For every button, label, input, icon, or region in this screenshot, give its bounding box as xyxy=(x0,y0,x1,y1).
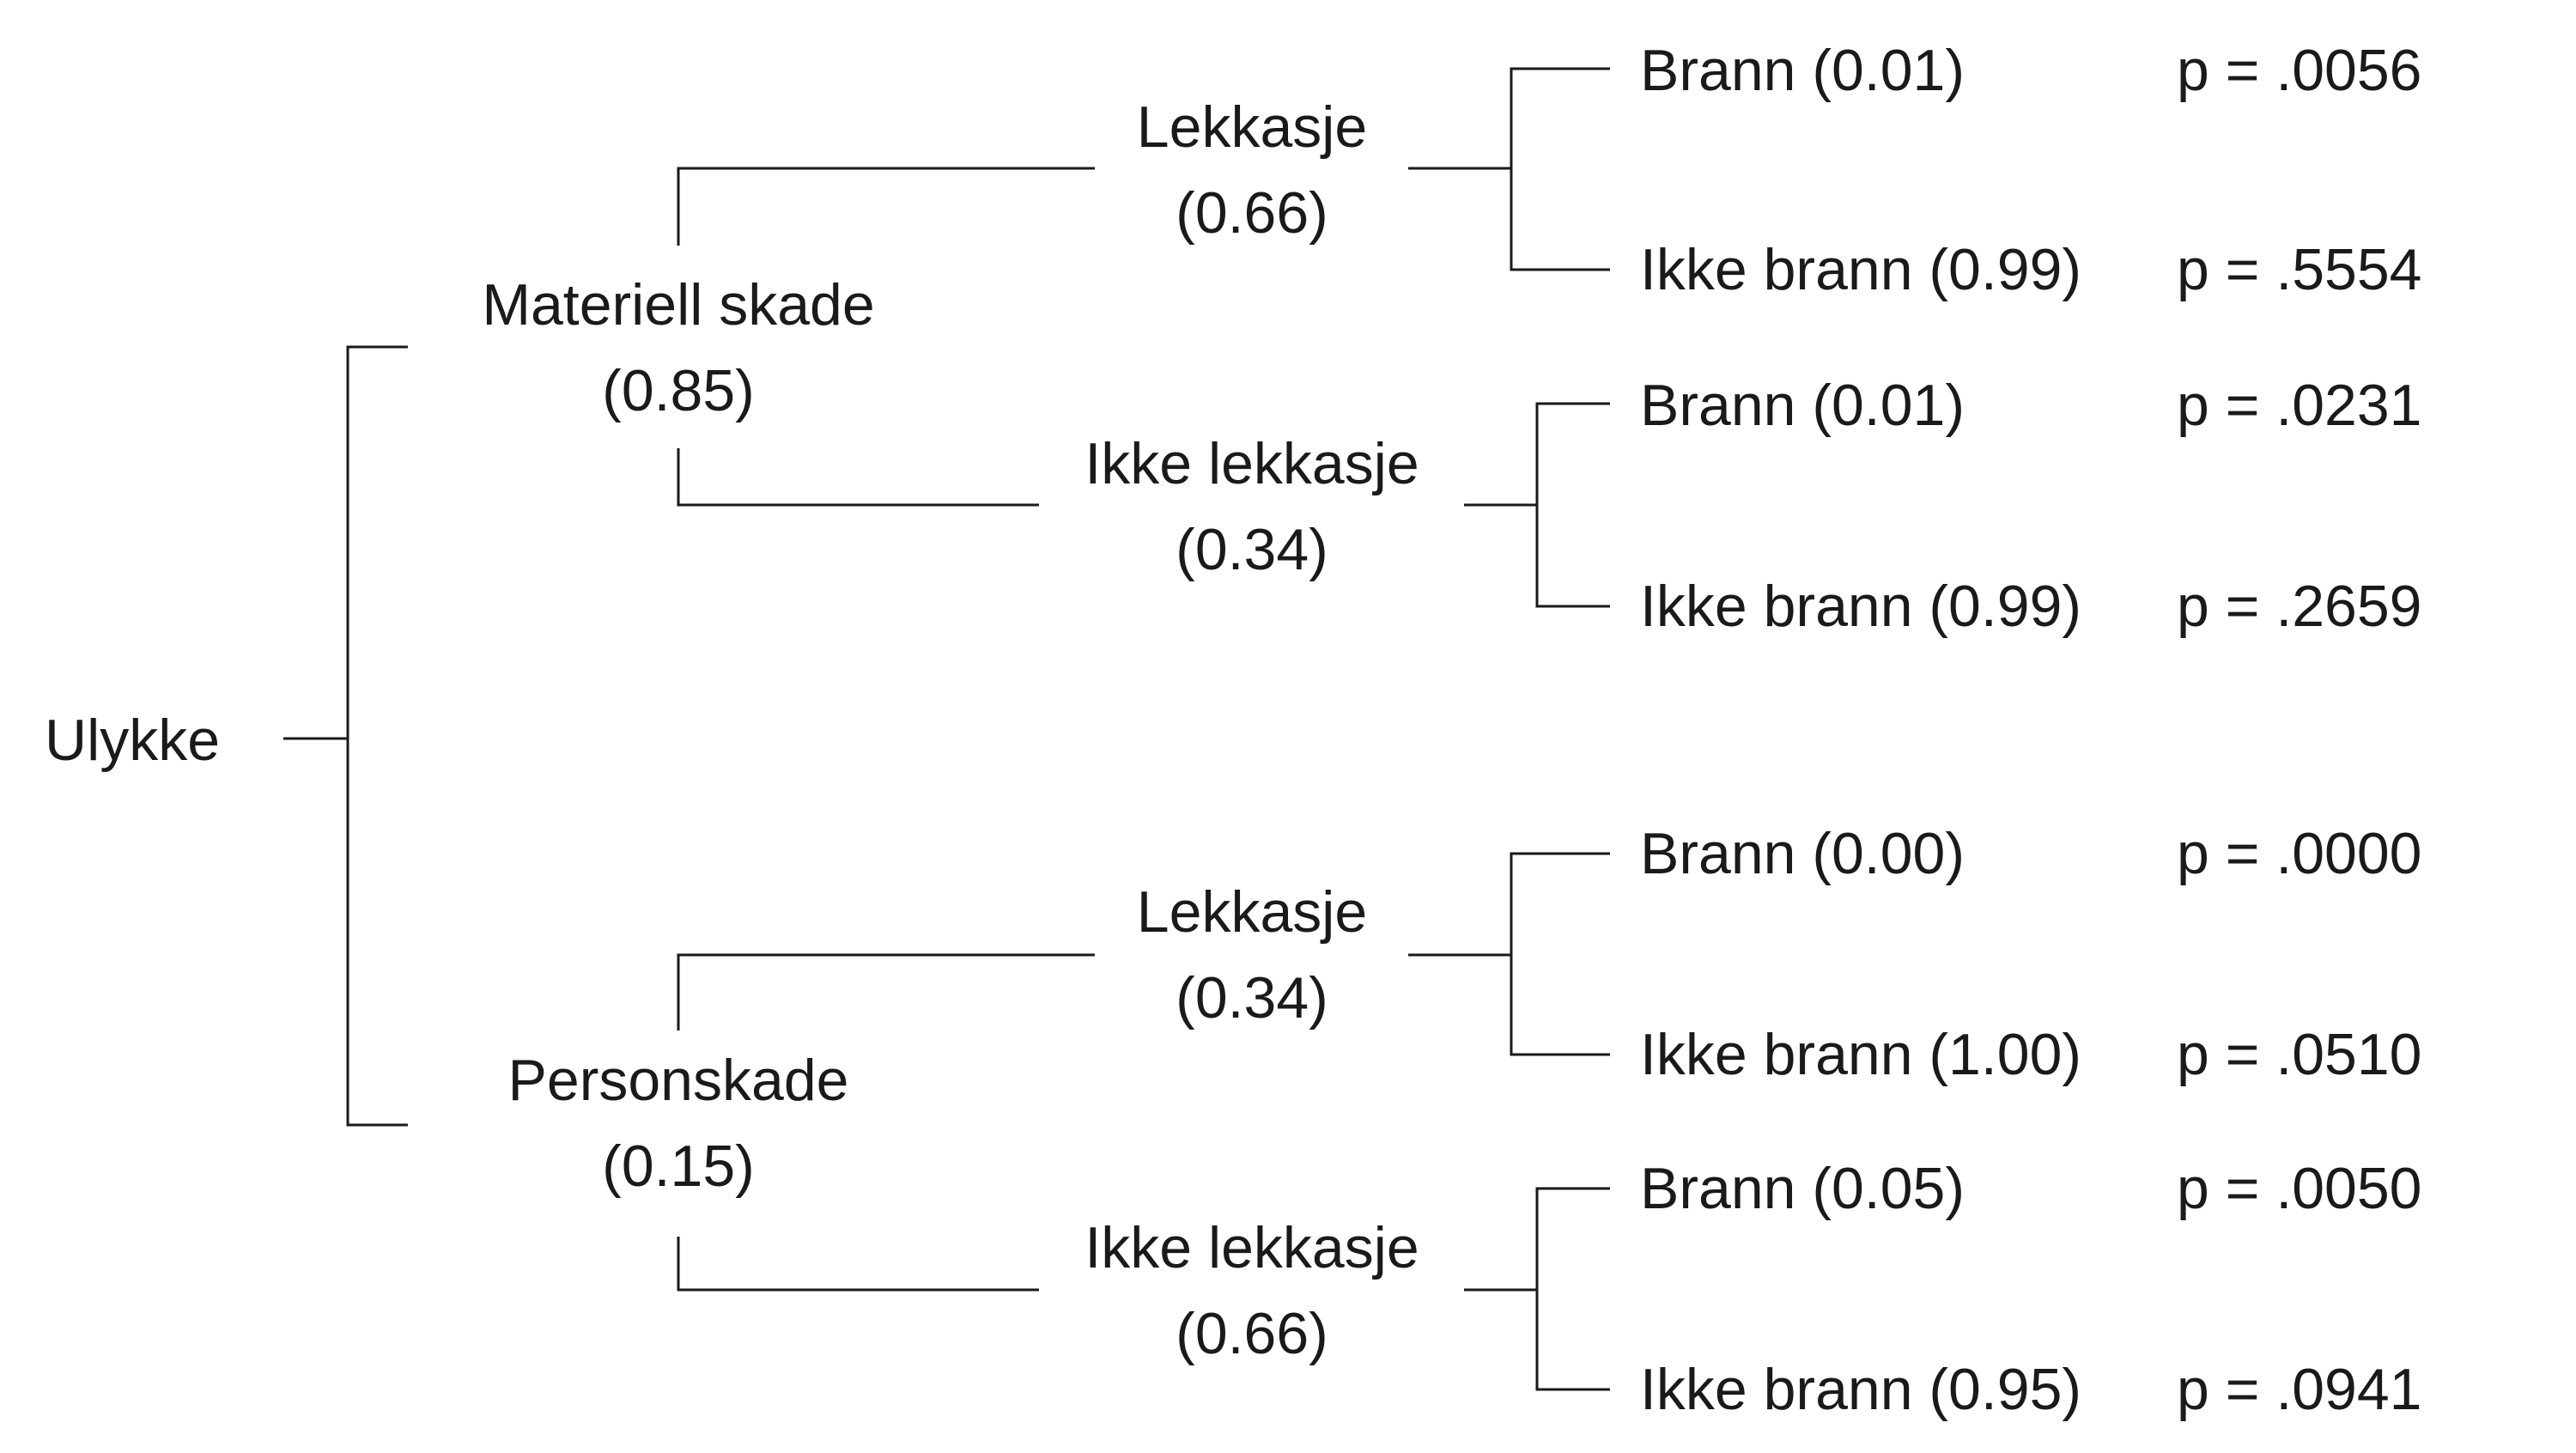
b2c1-bracket xyxy=(1510,852,1610,1056)
b2c1-outcome-2-p: p = .0510 xyxy=(2177,1022,2422,1087)
b1c2-outcome-2-p: p = .2659 xyxy=(2177,574,2422,639)
b1c1-outcome-2-label: Ikke brann (0.99) xyxy=(1640,237,2082,302)
b2c2-bracket xyxy=(1535,1187,1610,1391)
b2c2-outcome-2-p: p = .0941 xyxy=(2177,1357,2422,1422)
b1c1-outcome-2-p: p = .5554 xyxy=(2177,237,2422,302)
branch-1-upper-connector xyxy=(677,167,1095,246)
branch-2-label: Personskade xyxy=(507,1048,849,1113)
b1c1-label: Lekkasje xyxy=(1136,94,1368,160)
b2c2-label: Ikke lekkasje xyxy=(1084,1215,1419,1280)
b2c2-prob: (0.66) xyxy=(1176,1301,1328,1366)
b2c1-outcome-2-label: Ikke brann (1.00) xyxy=(1640,1022,2082,1087)
branch-1-lower-connector xyxy=(677,448,1039,507)
b2c2-outcome-1-label: Brann (0.05) xyxy=(1640,1156,1965,1221)
branch-1-label: Materiell skade xyxy=(482,272,875,337)
b1c2-outcome-1-label: Brann (0.01) xyxy=(1640,373,1965,438)
root-bracket xyxy=(346,345,408,1127)
branch-2-lower-connector xyxy=(677,1237,1039,1292)
root-node-label: Ulykke xyxy=(45,708,221,773)
b1c2-prob: (0.34) xyxy=(1176,517,1328,582)
b2c1-outcome-1-label: Brann (0.00) xyxy=(1640,821,1965,886)
b2c1-label: Lekkasje xyxy=(1136,879,1368,945)
b2c2-outcome-1-p: p = .0050 xyxy=(2177,1156,2422,1221)
branch-2-prob: (0.15) xyxy=(602,1134,755,1199)
b2c2-outcome-2-label: Ikke brann (0.95) xyxy=(1640,1357,2082,1422)
b1c2-outcome-1-p: p = .0231 xyxy=(2177,373,2422,438)
b1c2-label: Ikke lekkasje xyxy=(1084,431,1419,496)
b2c1-prob: (0.34) xyxy=(1176,965,1328,1030)
b1c1-outcome-1-p: p = .0056 xyxy=(2177,38,2422,103)
b1c2-outcome-2-label: Ikke brann (0.99) xyxy=(1640,574,2082,639)
b1c2-bracket xyxy=(1535,402,1610,608)
b1c1-bracket xyxy=(1510,67,1610,271)
b1c1-prob: (0.66) xyxy=(1176,180,1328,246)
branch-1-prob: (0.85) xyxy=(602,358,755,423)
branch-2-upper-connector xyxy=(677,953,1095,1030)
b1c1-outcome-1-label: Brann (0.01) xyxy=(1640,38,1965,103)
b2c1-outcome-1-p: p = .0000 xyxy=(2177,821,2422,886)
